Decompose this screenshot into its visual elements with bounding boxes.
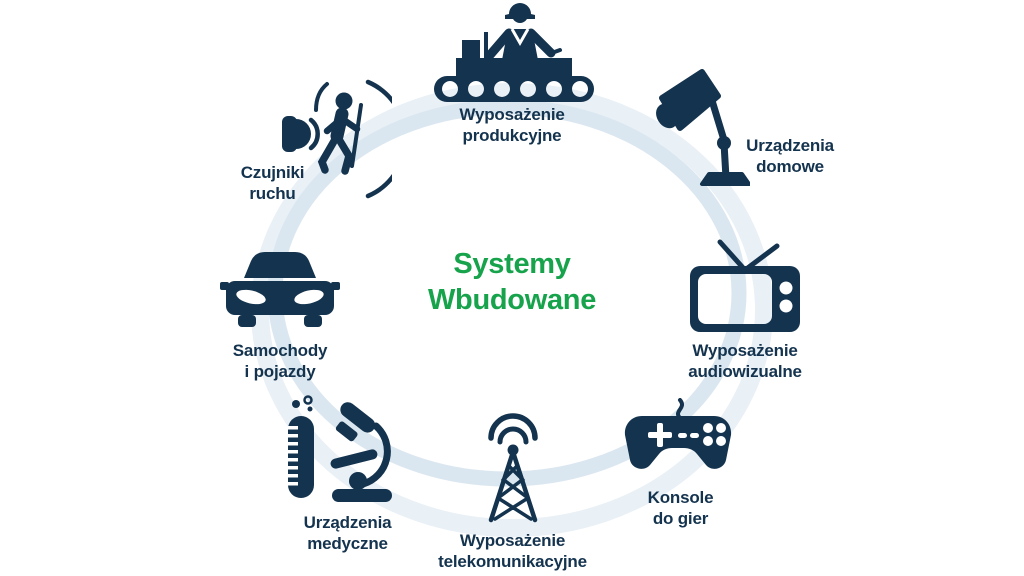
label-home: Urządzenia domowe xyxy=(735,135,845,177)
label-audiovisual-line2: audiowizualne xyxy=(688,362,802,381)
diagram-node-medical xyxy=(276,394,404,504)
title-line-2: Wbudowane xyxy=(427,284,597,316)
label-vehicles-line2: i pojazdy xyxy=(244,362,316,381)
title-line-1: Systemy xyxy=(453,248,571,280)
label-home-line1: Urządzenia xyxy=(746,136,834,155)
label-home-line2: domowe xyxy=(756,157,824,176)
label-audiovisual: Wyposażenie audiowizualne xyxy=(672,340,818,382)
label-motion-line2: ruchu xyxy=(249,184,296,203)
label-vehicles-line1: Samochody xyxy=(232,341,328,360)
diagram-node-telecom xyxy=(478,412,548,526)
diagram-node-vehicles xyxy=(218,238,342,336)
diagram-node-consoles xyxy=(618,398,738,486)
desk-lamp-icon xyxy=(656,69,750,186)
label-production-line2: produkcyjne xyxy=(462,126,562,145)
conveyor-worker-icon xyxy=(434,3,594,102)
label-production: Wyposażenie produkcyjne xyxy=(415,104,609,146)
label-production-line1: Wyposażenie xyxy=(459,105,565,124)
label-audiovisual-line1: Wyposażenie xyxy=(692,341,798,360)
label-medical: Urządzenia medyczne xyxy=(290,512,405,554)
car-icon xyxy=(220,252,340,327)
label-telecom-line2: telekomunikacyjne xyxy=(438,552,587,571)
label-consoles-line1: Konsole xyxy=(647,488,714,507)
label-consoles-line2: do gier xyxy=(652,509,709,528)
microscope-icon xyxy=(286,395,392,502)
label-vehicles: Samochody i pojazdy xyxy=(222,340,338,382)
diagram-node-home xyxy=(650,66,750,190)
label-consoles: Konsole do gier xyxy=(633,487,728,529)
label-motion: Czujniki ruchu xyxy=(225,162,320,204)
page-title: Systemy Wbudowane xyxy=(392,246,632,318)
label-telecom: Wyposażenie telekomunikacyjne xyxy=(420,530,605,572)
label-telecom-line1: Wyposażenie xyxy=(459,531,566,550)
label-medical-line1: Urządzenia xyxy=(303,513,392,532)
retro-tv-icon xyxy=(690,239,800,332)
diagram-node-audiovisual xyxy=(684,236,806,336)
label-medical-line2: medyczne xyxy=(307,534,388,553)
label-motion-line1: Czujniki xyxy=(240,163,305,182)
diagram-node-production xyxy=(432,2,596,102)
gamepad-icon xyxy=(624,398,732,469)
motion-sensor-icon xyxy=(282,79,392,199)
diagram-node-motion xyxy=(280,78,392,200)
radio-tower-icon xyxy=(488,413,538,523)
